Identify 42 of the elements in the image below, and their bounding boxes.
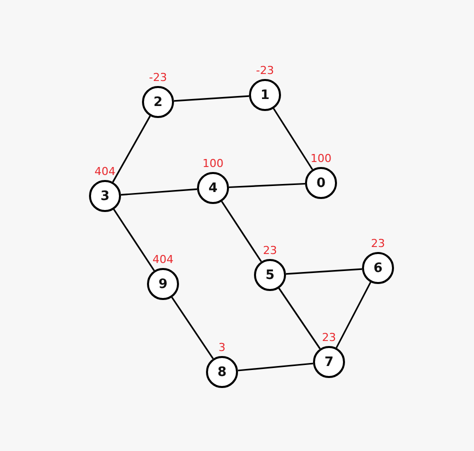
- node-number: 2: [153, 96, 163, 108]
- node-circle: [197, 172, 229, 204]
- node-circle: [142, 86, 174, 118]
- node-circle: [89, 180, 121, 212]
- node-value: 404: [94, 166, 116, 177]
- connector-line: [171, 296, 214, 360]
- connector-line: [221, 200, 262, 262]
- node-number: 5: [265, 268, 275, 282]
- connector-line: [228, 182, 306, 188]
- node-value: -23: [149, 72, 167, 83]
- connector-line: [113, 208, 155, 272]
- node-number: 6: [373, 262, 383, 274]
- node-value: 23: [263, 245, 277, 256]
- node-circle: [362, 252, 394, 284]
- node-value: 100: [202, 158, 224, 169]
- connector-line: [112, 116, 151, 182]
- node-circle: [249, 79, 281, 111]
- connector-line: [278, 288, 321, 350]
- node-value: 100: [310, 153, 332, 164]
- node-number: 7: [324, 356, 334, 368]
- node-number: 3: [100, 190, 110, 202]
- node-circle: [305, 167, 337, 199]
- node-circle: [254, 259, 286, 291]
- node-number: 9: [158, 278, 168, 290]
- node-value: 23: [322, 332, 336, 343]
- node-number: 8: [217, 366, 227, 378]
- connector-line: [238, 362, 314, 372]
- node-value: 404: [152, 254, 174, 265]
- connector-line: [174, 95, 250, 102]
- node-number: 1: [260, 88, 270, 102]
- node-value: 3: [218, 342, 226, 353]
- node-circle: [313, 346, 345, 378]
- connector-line: [286, 268, 362, 275]
- node-value: -23: [256, 65, 274, 76]
- node-circle: [147, 268, 179, 300]
- node-value: 23: [371, 238, 385, 249]
- connector-line: [336, 282, 372, 348]
- node-circle: [206, 356, 238, 388]
- connector-line: [120, 188, 198, 196]
- node-number: 0: [316, 176, 326, 190]
- connector-line: [272, 108, 314, 170]
- node-number: 4: [208, 182, 218, 194]
